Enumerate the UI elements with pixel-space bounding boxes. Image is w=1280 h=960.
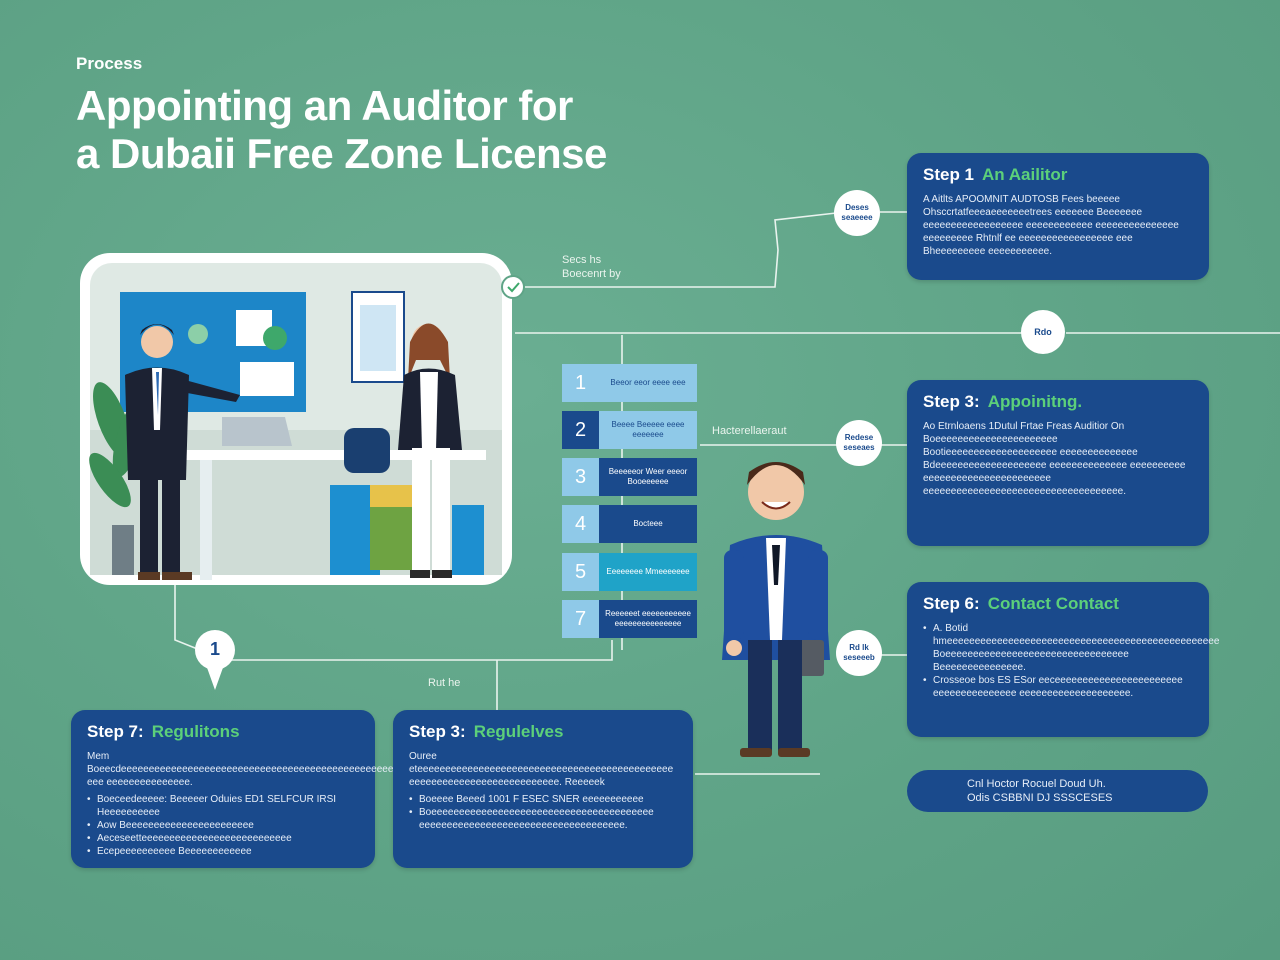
- card-step-1-title: Step 1 An Aailitor: [923, 165, 1193, 185]
- card-step-7-title: Step 7: Regulitons: [87, 722, 359, 742]
- card-step-1: Step 1 An Aailitor A Aitlts APOOMNIT AUDT…: [907, 153, 1209, 280]
- office-badge-icon: [501, 275, 525, 299]
- contact-bar-text: Cnl Hoctor Rocuel Doud Uh. Odis CSBBNI D…: [967, 777, 1113, 805]
- step-list-number: 7: [574, 607, 587, 630]
- card-step-7: Step 7: Regulitons Mem Boeecdeeeeeeeeeeee…: [71, 710, 438, 868]
- step-list-number: 4: [574, 512, 587, 535]
- card-step-3-right-prefix: Step 3:: [923, 392, 980, 411]
- step-list-row-6: 7 Reeeeeet eeeeeeeeeee eeeeeeeeeeeeeee: [562, 600, 697, 638]
- card-step-3-bottom-item: Boeeeeeeeeeeeeeeeeeeeeeeeeeeeeeeeeeeeeee…: [409, 806, 677, 832]
- step-list-number: 3: [574, 465, 587, 488]
- middle-arrow-label: Hacterellaeraut: [712, 425, 787, 437]
- auditor-man-figure: [125, 324, 240, 580]
- node-circle-3: Redese seseaes: [836, 420, 882, 466]
- card-step-3-right: Step 3: Appoinitng. Ao Etrnloaens 1Dutul …: [907, 380, 1209, 546]
- businessman-figure: [722, 462, 830, 757]
- page-eyebrow: Process: [76, 54, 143, 73]
- node-circle-4: Rd lk seseeeb: [836, 630, 882, 676]
- cabinet-right: [452, 505, 484, 575]
- card-step-1-accent: An Aailitor: [982, 165, 1068, 184]
- step-list-row-3: 3 Beeeeeor Weer eeeor Booeeeeee: [562, 458, 697, 496]
- card-step-3-right-body: Ao Etrnloaens 1Dutul Frtae Freas Auditio…: [923, 421, 1186, 497]
- step-list-row-1: 1 Beeor eeor eeee eee: [562, 364, 697, 402]
- contact-line-2: Odis CSBBNI DJ SSSCESES: [967, 792, 1113, 804]
- card-step-6: Step 6: Contact Contact A. Botid hmeeeeee…: [907, 582, 1219, 737]
- office-illustration: [80, 253, 525, 585]
- card-step-3-right-title: Step 3: Appoinitng.: [923, 392, 1193, 412]
- card-step-6-list: A. Botid hmeeeeeeeeeeeeeeeeeeeeeeeeeeeee…: [923, 622, 1219, 700]
- card-step-7-item: Ecepeeeeeeeeee Beeeeeeeeeeee: [87, 845, 359, 858]
- check-icon: [507, 282, 520, 293]
- step-list-row-4: 4 Bocteee: [562, 505, 697, 543]
- desk-leg: [200, 460, 212, 580]
- step-list-label: Beeeeeor Weer eeeor Booeeeeee: [608, 467, 688, 486]
- location-pin-icon: [195, 630, 235, 690]
- step-list-label: Eeeeeeee Mmeeeeeee: [606, 567, 690, 576]
- step-list-label: Reeeeeet eeeeeeeeeee eeeeeeeeeeeeeee: [605, 609, 691, 628]
- step-list-label: Beeor eeor eeee eee: [610, 378, 686, 387]
- card-step-7-accent: Regulitons: [151, 722, 240, 741]
- card-step-7-item: Aow Beeeeeeeeeeeeeeeeeeeeeee: [87, 819, 359, 832]
- connector-office-to-step1: [515, 211, 846, 288]
- card-step-6-accent: Contact Contact: [987, 594, 1119, 613]
- card-step-7-body: Mem Boeecdeeeeeeeeeeeeeeeeeeeeeeeeeeeeee…: [87, 751, 438, 788]
- card-step-7-list: Boeceedeeeee: Beeeeer Oduies ED1 SELFCUR…: [87, 793, 359, 858]
- pin-number: 1: [209, 639, 220, 659]
- card-step-3-bottom-body: Ouree eteeeeeeeeeeeeeeeeeeeeeeeeeeeeeeee…: [409, 751, 674, 788]
- steps-list-blocks: [562, 364, 697, 638]
- cabinet-drawer: [370, 485, 414, 507]
- step-list-label: Beeee Beeeee eeee eeeeeee: [611, 420, 685, 439]
- step-list-row-2: 2 Beeee Beeeee eeee eeeeeee: [562, 411, 697, 449]
- briefcase-icon: [796, 640, 824, 676]
- step-list-number: 5: [574, 560, 587, 583]
- node-circle-2: Rdo: [1021, 310, 1065, 354]
- node-circle-1: Deses seaeeee: [834, 190, 880, 236]
- card-step-1-prefix: Step 1: [923, 165, 975, 184]
- card-step-3-bottom-title: Step 3: Regulelves: [409, 722, 677, 742]
- card-step-3-right-accent: Appoinitng.: [987, 392, 1083, 411]
- card-step-3-bottom-list: Boeeee Beeed 1001 F ESEC SNER eeeeeeeeee…: [409, 793, 677, 832]
- connector-bottom-left: [174, 585, 613, 661]
- contact-bar[interactable]: Cnl Hoctor Rocuel Doud Uh. Odis CSBBNI D…: [907, 770, 1208, 812]
- report-doc-icon: [240, 362, 294, 396]
- coin-icon: [188, 324, 208, 344]
- page-title: Appointing an Auditor for a Dubaii Free …: [76, 82, 676, 178]
- step-list-number: 2: [574, 418, 587, 441]
- step-list-label: Bocteee: [633, 519, 663, 528]
- step-list-row-5: 5 Eeeeeeee Mmeeeeeee: [562, 553, 697, 591]
- step-list-number: 1: [574, 371, 587, 394]
- title-line-2: a Dubaii Free Zone License: [76, 130, 607, 177]
- card-step-6-title: Step 6: Contact Contact: [923, 594, 1193, 614]
- auditor-woman-figure: [398, 323, 462, 578]
- card-step-6-item: A. Botid hmeeeeeeeeeeeeeeeeeeeeeeeeeeeee…: [923, 622, 1219, 674]
- bottom-arrow-label: Rut he: [428, 677, 461, 689]
- chair: [344, 428, 390, 473]
- card-step-7-item: Boeceedeeeee: Beeeeer Oduies ED1 SELFCUR…: [87, 793, 359, 819]
- card-step-1-body: A Aitlts APOOMNIT AUDTOSB Fees beeeee Oh…: [923, 194, 1179, 257]
- card-step-3-bottom-accent: Regulelves: [473, 722, 564, 741]
- card-step-7-item: Aeceseetteeeeeeeeeeeeeeeeeeeeeeeeeee: [87, 832, 359, 845]
- card-step-3-bottom-prefix: Step 3:: [409, 722, 466, 741]
- contact-line-1: Cnl Hoctor Rocuel Doud Uh.: [967, 778, 1106, 790]
- poster-content: [360, 305, 396, 371]
- card-step-6-item: Crosseoe bos ES ESor eeceeeeeeeeeeeeeeee…: [923, 674, 1193, 700]
- clock-icon: [263, 326, 287, 350]
- card-step-6-prefix: Step 6:: [923, 594, 980, 613]
- card-step-3-bottom-item: Boeeee Beeed 1001 F ESEC SNER eeeeeeeeee…: [409, 793, 677, 806]
- plant-pot: [112, 525, 134, 575]
- card-step-3-bottom: Step 3: Regulelves Ouree eteeeeeeeeeeeeee…: [393, 710, 693, 868]
- office-callout-label: Secs hs Boecenrt by: [562, 254, 621, 280]
- laptop: [222, 417, 292, 446]
- title-line-1: Appointing an Auditor for: [76, 82, 573, 129]
- card-step-7-prefix: Step 7:: [87, 722, 144, 741]
- desk-top: [186, 450, 486, 460]
